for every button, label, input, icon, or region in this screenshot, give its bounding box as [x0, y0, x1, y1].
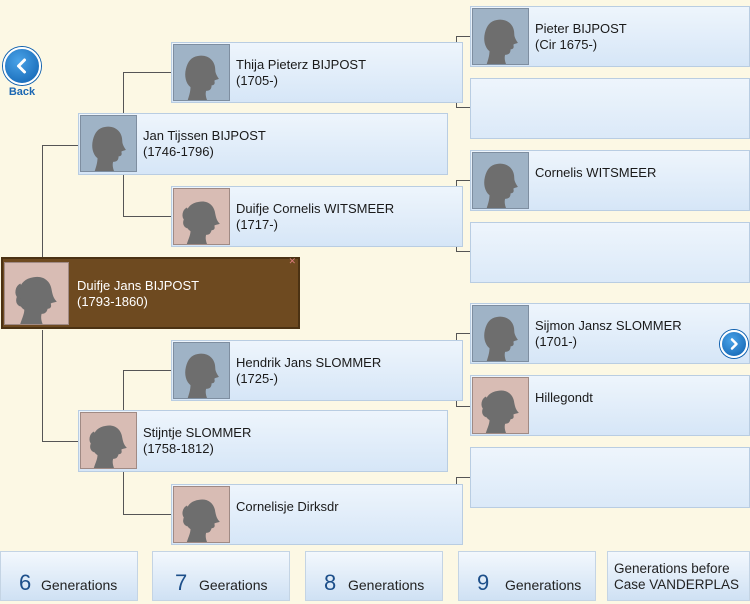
- person-dates: (1717-): [236, 217, 278, 232]
- connector-line: [42, 441, 78, 442]
- connector-line: [123, 514, 171, 515]
- person-name: Cornelis WITSMEER: [535, 165, 657, 180]
- person-name: Pieter BIJPOST: [535, 21, 627, 36]
- person-card-paternal-grandfather[interactable]: Thija Pieterz BIJPOST (1705-): [171, 42, 463, 103]
- generations-bar: 6 Generations 7 Geerations 8 Generations…: [0, 548, 750, 604]
- connector-line: [456, 36, 470, 37]
- person-name: Hendrik Jans SLOMMER: [236, 355, 382, 370]
- connector-line: [42, 145, 78, 146]
- generation-label: Geerations: [199, 577, 268, 593]
- generations-7-button[interactable]: 7 Geerations: [152, 551, 290, 601]
- male-silhouette-icon: [80, 115, 137, 172]
- person-card-mother[interactable]: Stijntje SLOMMER (1758-1812): [78, 410, 448, 472]
- person-name: Hillegondt: [535, 390, 593, 405]
- person-card-gen3-3[interactable]: Cornelis WITSMEER: [470, 150, 750, 211]
- generations-9-button[interactable]: 9 Generations: [458, 551, 596, 601]
- generation-label: Generations: [505, 577, 582, 593]
- person-name: Stijntje SLOMMER: [143, 425, 252, 440]
- person-card-gen3-5[interactable]: Sijmon Jansz SLOMMER (1701-): [470, 303, 750, 364]
- connector-line: [123, 72, 171, 73]
- person-dates: (1746-1796): [143, 144, 214, 159]
- close-icon[interactable]: ✕: [288, 256, 296, 266]
- person-dates: (1758-1812): [143, 441, 214, 456]
- person-name: Duifje Cornelis WITSMEER: [236, 201, 395, 216]
- male-silhouette-icon: [472, 8, 529, 65]
- person-card-gen3-6[interactable]: Hillegondt: [470, 375, 750, 436]
- generation-count: 9: [477, 570, 490, 595]
- chevron-left-icon: [3, 47, 41, 85]
- connector-line: [123, 472, 124, 514]
- person-card-paternal-grandmother[interactable]: Duifje Cornelis WITSMEER (1717-): [171, 186, 463, 247]
- person-name: Thija Pieterz BIJPOST: [236, 57, 367, 72]
- generations-before-line2: Case VANDERPLAS: [614, 577, 740, 592]
- generation-label: Generations: [41, 577, 118, 593]
- female-silhouette-icon: [173, 486, 230, 543]
- connector-line: [456, 399, 457, 406]
- person-card-gen3-1[interactable]: Pieter BIJPOST (Cir 1675-): [470, 6, 750, 67]
- male-silhouette-icon: [472, 152, 529, 209]
- male-silhouette-icon: [173, 342, 230, 399]
- connector-line: [456, 101, 457, 107]
- empty-person-slot[interactable]: [470, 78, 750, 139]
- generations-before-button[interactable]: Generations before Case VANDERPLAS: [607, 551, 750, 601]
- generations-8-button[interactable]: 8 Generations: [305, 551, 443, 601]
- connector-line: [456, 36, 457, 44]
- connector-line: [456, 245, 457, 251]
- connector-line: [456, 333, 457, 342]
- female-silhouette-icon: [173, 188, 230, 245]
- connector-line: [123, 175, 124, 216]
- generation-count: 6: [19, 570, 32, 595]
- generation-count: 7: [175, 570, 188, 595]
- connector-line: [456, 180, 457, 187]
- person-card-maternal-grandmother[interactable]: Cornelisje Dirksdr: [171, 484, 463, 545]
- person-name: Cornelisje Dirksdr: [236, 499, 339, 514]
- connector-line: [123, 370, 171, 371]
- connector-line: [456, 477, 457, 485]
- generations-6-button[interactable]: 6 Generations: [0, 551, 138, 601]
- person-name: Sijmon Jansz SLOMMER: [535, 318, 682, 333]
- male-silhouette-icon: [173, 44, 230, 101]
- female-silhouette-icon: [4, 262, 69, 325]
- back-button[interactable]: Back: [2, 47, 42, 98]
- male-silhouette-icon: [472, 305, 529, 362]
- female-silhouette-icon: [80, 412, 137, 469]
- person-dates: (1705-): [236, 73, 278, 88]
- generation-label: Generations: [348, 577, 425, 593]
- person-name: Duifje Jans BIJPOST: [77, 278, 200, 293]
- empty-person-slot[interactable]: [470, 447, 750, 508]
- generation-count: 8: [324, 570, 337, 595]
- person-dates: (1793-1860): [77, 294, 148, 309]
- person-card-root[interactable]: Duifje Jans BIJPOST (1793-1860) ✕: [1, 256, 300, 329]
- connector-line: [123, 216, 171, 217]
- generations-before-line1: Generations before: [614, 561, 730, 576]
- connector-line: [456, 406, 470, 407]
- person-dates: (Cir 1675-): [535, 37, 598, 52]
- connector-line: [123, 72, 124, 113]
- back-label: Back: [8, 86, 36, 98]
- chevron-right-icon: [720, 330, 748, 358]
- person-dates: (1725-): [236, 371, 278, 386]
- empty-person-slot[interactable]: [470, 222, 750, 283]
- connector-line: [456, 251, 470, 252]
- connector-line: [42, 330, 43, 441]
- person-card-maternal-grandfather[interactable]: Hendrik Jans SLOMMER (1725-): [171, 340, 463, 401]
- person-dates: (1701-): [535, 334, 577, 349]
- female-silhouette-icon: [472, 377, 529, 434]
- connector-line: [456, 333, 470, 334]
- connector-line: [456, 107, 470, 108]
- connector-line: [123, 370, 124, 410]
- person-card-father[interactable]: Jan Tijssen BIJPOST (1746-1796): [78, 113, 448, 175]
- connector-line: [42, 145, 43, 258]
- connector-line: [456, 477, 470, 478]
- person-name: Jan Tijssen BIJPOST: [143, 128, 266, 143]
- next-button[interactable]: [720, 330, 748, 358]
- connector-line: [456, 180, 470, 181]
